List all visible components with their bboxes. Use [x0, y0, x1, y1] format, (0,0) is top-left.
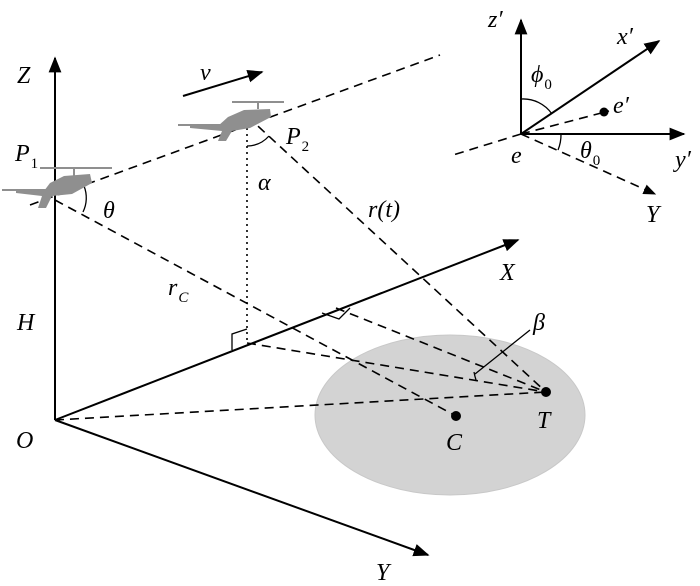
alpha-label: α — [258, 170, 271, 196]
theta0-label: θ0 — [580, 138, 600, 169]
helicopter-icon — [178, 101, 284, 141]
beta-label: β — [532, 310, 545, 336]
theta0-arc — [557, 133, 562, 151]
inset-x-axis — [520, 40, 661, 135]
inset-x-prime-label: x′ — [616, 24, 634, 50]
z-axis-label: Z — [17, 63, 31, 89]
inset-e-label: e — [511, 143, 522, 169]
inset-back-line — [452, 133, 522, 156]
alpha-arc — [246, 135, 270, 147]
theta-label: θ — [103, 198, 115, 224]
velocity-arrow-icon — [182, 70, 264, 97]
y-axis — [54, 419, 430, 557]
rt-label: r(t) — [368, 197, 400, 223]
center-point — [451, 411, 461, 421]
target-label: T — [537, 408, 552, 434]
p2-label: P2 — [285, 124, 309, 155]
line-foot-to-t — [246, 342, 547, 393]
inset-Y-axis — [520, 133, 657, 195]
helicopter-icon — [2, 167, 112, 208]
beta-arc — [473, 371, 477, 381]
inset-frame — [452, 18, 686, 195]
inset-e-prime-line — [520, 110, 610, 135]
target-point — [541, 387, 551, 397]
origin-label: O — [16, 428, 33, 454]
p1-label: P1 — [14, 141, 38, 172]
theta-arc — [82, 185, 87, 213]
velocity-label: v — [200, 60, 211, 86]
right-angle-xaxis — [321, 307, 351, 320]
line-xaxis-to-t — [335, 307, 547, 393]
right-angle-foot — [231, 328, 248, 350]
x-axis-label: X — [499, 260, 516, 286]
center-label: C — [446, 430, 463, 456]
line-o-to-t — [54, 391, 547, 421]
e-prime-point — [599, 107, 609, 117]
phi0-label: ϕ0 — [531, 62, 552, 93]
illuminated-area — [314, 334, 586, 496]
inset-Y-label: Y — [646, 202, 662, 228]
inset-z-prime-label: z′ — [487, 7, 503, 33]
height-label: H — [16, 310, 36, 336]
x-axis — [54, 239, 520, 421]
inset-e-prime-label: e′ — [613, 93, 630, 119]
y-axis-label: Y — [376, 560, 392, 586]
phi0-arc — [520, 98, 553, 115]
inset-y-prime-label: y′ — [673, 147, 692, 173]
rc-label: rC — [168, 275, 189, 306]
line-p2-to-t — [246, 115, 547, 393]
beta-pointer — [474, 329, 531, 375]
line-p1-to-c — [54, 199, 457, 417]
